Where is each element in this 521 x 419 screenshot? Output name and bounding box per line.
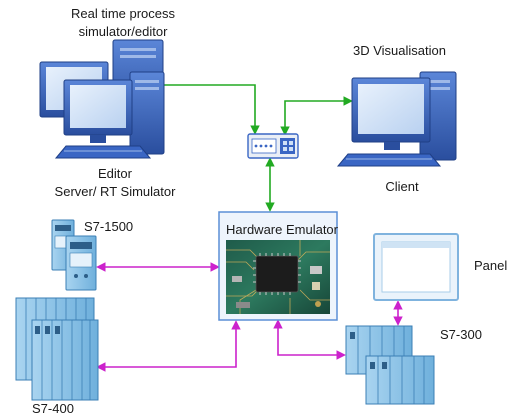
link-emulator-to-s7-300 [273, 319, 346, 360]
network-switch-icon [247, 133, 299, 159]
green-links [163, 84, 353, 212]
hardware-emulator-box [218, 211, 338, 321]
circuit-board-icon [226, 240, 330, 314]
client-label: Client [385, 179, 419, 194]
visualisation-label: 3D Visualisation [353, 43, 446, 58]
desktop-computer-icon [336, 71, 457, 167]
link-switch-to-client [280, 96, 353, 136]
s7-400-label: S7-400 [32, 401, 74, 416]
desktop-computers-icon [39, 39, 165, 159]
plc-module-icon [51, 219, 97, 291]
plc-rack-icon [345, 325, 435, 405]
editor-label-line1: Editor [98, 166, 132, 181]
link-server-to-switch [163, 84, 260, 135]
link-s7-400-to-emulator [96, 320, 241, 372]
editor-label-line2: Server/ RT Simulator [54, 184, 176, 199]
hmi-panel-icon [373, 233, 459, 301]
s7-1500-label: S7-1500 [84, 219, 134, 234]
s7-300-label: S7-300 [440, 327, 482, 342]
panel-label: Panel [474, 258, 508, 273]
plc-rack-icon [15, 297, 99, 401]
hardware-emulator-label: Hardware Emulator [226, 222, 338, 237]
simulator-label-line2: simulator/editor [78, 24, 168, 39]
magenta-links [96, 262, 403, 372]
simulator-label-line1: Real time process [70, 6, 176, 21]
